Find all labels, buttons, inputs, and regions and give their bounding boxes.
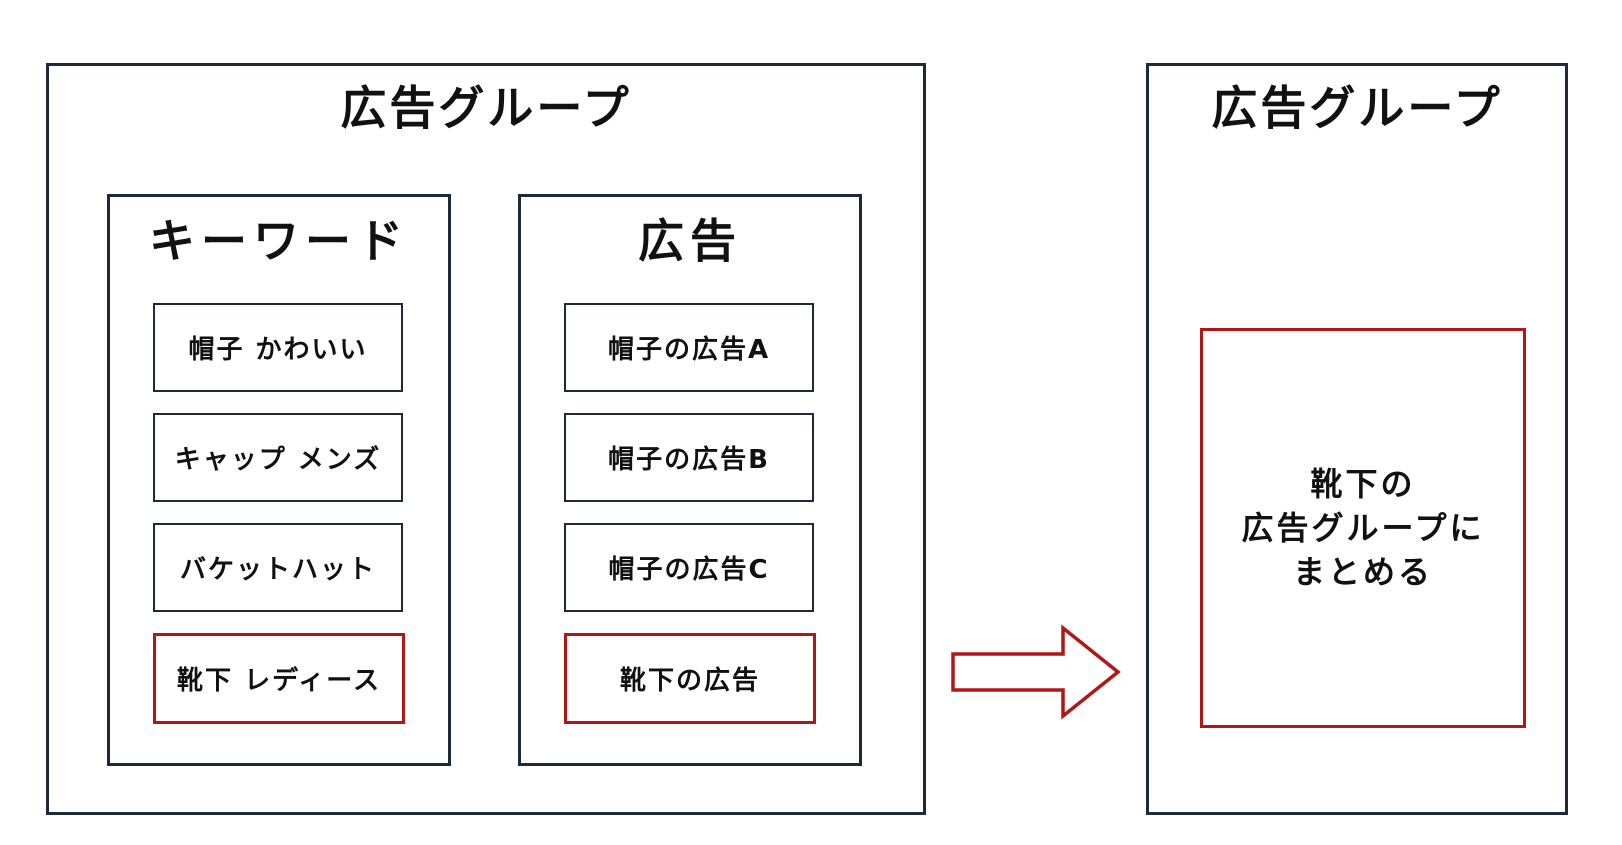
ad-group-left: 広告グループ キーワード 帽子 かわいい キャップ メンズ バケットハット 靴下…: [46, 63, 926, 815]
merge-box-line: 靴下の: [1310, 465, 1416, 503]
ad-item: 帽子の広告B: [564, 413, 814, 502]
right-arrow-icon: [951, 624, 1121, 720]
ad-item-highlighted: 靴下の広告: [564, 633, 816, 724]
keyword-item: キャップ メンズ: [153, 413, 403, 502]
keywords-panel-title: キーワード: [149, 214, 409, 268]
merge-box-line: まとめる: [1292, 553, 1433, 591]
ad-item: 帽子の広告A: [564, 303, 814, 392]
merge-socks-box: 靴下の 広告グループに まとめる: [1200, 328, 1526, 728]
merge-box-line: 広告グループに: [1241, 509, 1485, 547]
ad-item: 帽子の広告C: [564, 523, 814, 612]
ads-panel: 広告 帽子の広告A 帽子の広告B 帽子の広告C 靴下の広告: [518, 194, 862, 766]
keyword-item-highlighted: 靴下 レディース: [153, 633, 405, 724]
ad-group-left-title: 広告グループ: [340, 81, 632, 135]
ad-group-right-title: 広告グループ: [1211, 81, 1503, 135]
ads-panel-title: 広告: [638, 214, 742, 268]
keywords-panel: キーワード 帽子 かわいい キャップ メンズ バケットハット 靴下 レディース: [107, 194, 451, 766]
arrow-shape: [951, 624, 1121, 720]
ad-group-right: 広告グループ 靴下の 広告グループに まとめる: [1146, 63, 1568, 815]
keyword-item: 帽子 かわいい: [153, 303, 403, 392]
keyword-item: バケットハット: [153, 523, 403, 612]
